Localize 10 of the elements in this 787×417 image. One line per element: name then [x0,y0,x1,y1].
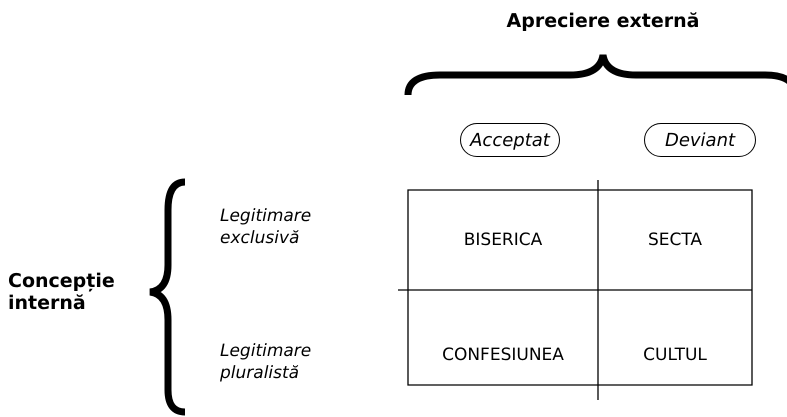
row-label: Legitimare pluralistă [220,340,312,384]
category-pill: Acceptat [460,123,560,157]
cell-text: CONFESIUNEA [442,344,564,366]
cell-text: SECTA [648,229,702,251]
category-pill: Deviant [644,123,756,157]
axis-heading: Apreciere externă [506,10,700,32]
row-label: Legitimare exclusivă [220,205,312,249]
cell-text: BISERICA [464,229,542,251]
axis-heading: Concepție internă [8,270,116,314]
cell-text: CULTUL [643,344,707,366]
